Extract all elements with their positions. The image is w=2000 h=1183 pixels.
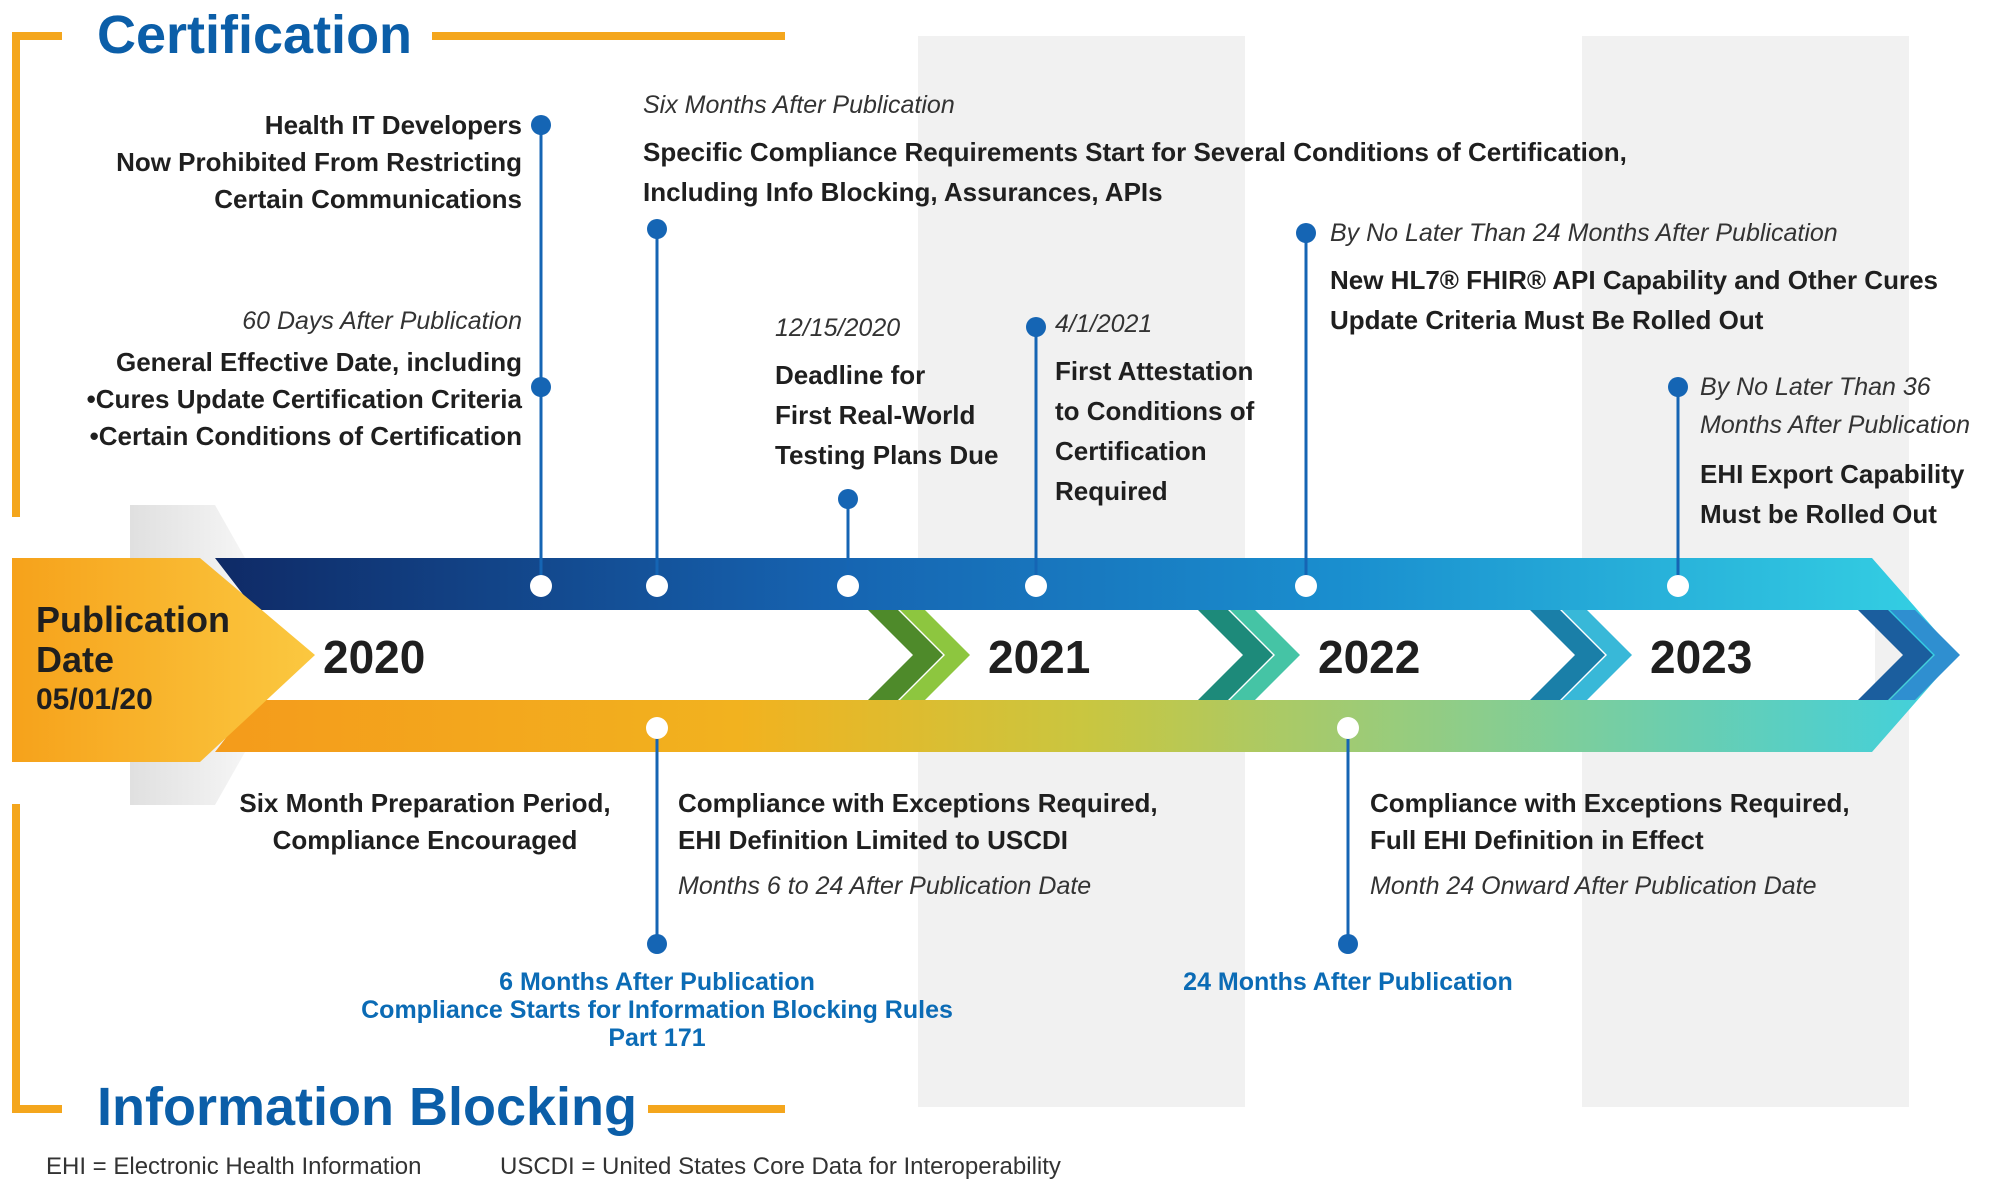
publication-date: 05/01/20 <box>36 683 153 716</box>
year-2020: 2020 <box>323 631 426 683</box>
real-world-line: Testing Plans Due <box>775 440 999 470</box>
dot-attestation <box>1026 317 1046 337</box>
band-dot-attestation <box>1025 575 1047 597</box>
band-dot-ib-24-months <box>1337 717 1359 739</box>
fhir-line: Update Criteria Must Be Rolled Out <box>1330 305 1764 335</box>
publication-line1: Publication <box>36 599 231 640</box>
uscdi-phase-timing: Months 6 to 24 After Publication Date <box>678 872 1092 900</box>
six-months-cert-timing: Six Months After Publication <box>643 91 955 119</box>
sixty-days-bullets: Cures Update Certification Criteria Cert… <box>22 381 522 455</box>
ib-six-month-line: Compliance Starts for Information Blocki… <box>361 996 953 1024</box>
six-months-cert-line: Including Info Blocking, Assurances, API… <box>643 177 1163 207</box>
uscdi-phase-line: Compliance with Exceptions Required, <box>678 788 1158 818</box>
ehi-export-timing: By No Later Than 36 <box>1700 373 1931 401</box>
sixty-days-bullet: Cures Update Certification Criteria <box>22 381 522 418</box>
dot-sixty-days <box>531 377 551 397</box>
six-months-cert-event: Six Months After Publication Specific Co… <box>643 88 1693 212</box>
ehi-export-line: Must be Rolled Out <box>1700 499 1937 529</box>
ehi-export-line: EHI Export Capability <box>1700 459 1965 489</box>
publication-arrow <box>12 558 315 762</box>
fhir-event: By No Later Than 24 Months After Publica… <box>1330 216 1970 340</box>
dot-ehi-export <box>1668 377 1688 397</box>
chevron-2022-2023 <box>1530 610 1632 700</box>
chevron-2021-2022 <box>1198 610 1300 700</box>
health-it-event: Health IT Developers Now Prohibited From… <box>22 107 522 218</box>
dot-six-months-cert <box>647 219 667 239</box>
health-it-line: Health IT Developers <box>264 110 522 140</box>
sixty-days-heading: General Effective Date, including <box>116 347 522 377</box>
real-world-line: First Real-World <box>775 400 976 430</box>
information-blocking-bracket <box>12 804 62 1113</box>
uscdi-phase-event: Compliance with Exceptions Required, EHI… <box>678 785 1238 903</box>
full-ehi-phase-line: Full EHI Definition in Effect <box>1370 825 1704 855</box>
preparation-event: Six Month Preparation Period, Compliance… <box>205 785 645 859</box>
attestation-date: 4/1/2021 <box>1055 310 1153 338</box>
chevron-end <box>1858 610 1960 700</box>
fhir-line: New HL7® FHIR® API Capability and Other … <box>1330 265 1939 295</box>
ib-six-month-milestone: 6 Months After Publication Compliance St… <box>307 968 1007 1052</box>
year-2023: 2023 <box>1650 631 1753 683</box>
real-world-event: 12/15/2020 Deadline for First Real-World… <box>775 311 1035 475</box>
attestation-line: to Conditions of <box>1055 396 1255 426</box>
dot-ib-24-months <box>1338 934 1358 954</box>
sixty-days-timing: 60 Days After Publication <box>242 307 522 335</box>
full-ehi-phase-event: Compliance with Exceptions Required, Ful… <box>1370 785 1930 903</box>
ib-six-month-line: Part 171 <box>608 1024 706 1052</box>
band-dot-health-it <box>530 575 552 597</box>
attestation-line: Required <box>1055 476 1168 506</box>
information-blocking-title: Information Blocking <box>95 1080 647 1134</box>
band-dot-six-months <box>646 575 668 597</box>
publication-date-label: Publication Date 05/01/20 <box>36 600 230 720</box>
footnote-uscdi: USCDI = United States Core Data for Inte… <box>500 1153 1061 1180</box>
preparation-line: Six Month Preparation Period, <box>239 788 611 818</box>
attestation-event: 4/1/2021 First Attestation to Conditions… <box>1055 307 1295 511</box>
band-dot-ehi-export <box>1667 575 1689 597</box>
publication-line2: Date <box>36 639 115 680</box>
year-2021: 2021 <box>988 631 1091 683</box>
certification-title: Certification <box>95 8 423 62</box>
ehi-export-event: By No Later Than 36 Months After Publica… <box>1700 368 1995 534</box>
ib-24-month-milestone: 24 Months After Publication <box>1183 968 1513 996</box>
fhir-timing: By No Later Than 24 Months After Publica… <box>1330 219 1838 247</box>
dot-fhir <box>1296 223 1316 243</box>
year-2022: 2022 <box>1318 631 1421 683</box>
health-it-line: Now Prohibited From Restricting <box>116 147 522 177</box>
band-dot-fhir <box>1295 575 1317 597</box>
sixty-days-event: 60 Days After Publication General Effect… <box>22 304 522 455</box>
dot-ib-six-months <box>647 934 667 954</box>
attestation-line: First Attestation <box>1055 356 1254 386</box>
ehi-export-timing: Months After Publication <box>1700 411 1971 439</box>
full-ehi-phase-line: Compliance with Exceptions Required, <box>1370 788 1850 818</box>
dot-real-world <box>838 489 858 509</box>
real-world-line: Deadline for <box>775 360 926 390</box>
preparation-line: Compliance Encouraged <box>272 825 578 855</box>
footnote-ehi: EHI = Electronic Health Information <box>46 1153 422 1180</box>
chevron-2020-2021 <box>868 610 970 700</box>
sixty-days-bullet: Certain Conditions of Certification <box>22 418 522 455</box>
attestation-line: Certification <box>1055 436 1207 466</box>
certification-bracket <box>12 32 62 517</box>
band-dot-ib-six-months <box>646 717 668 739</box>
full-ehi-phase-timing: Month 24 Onward After Publication Date <box>1370 872 1817 900</box>
band-dot-real-world <box>837 575 859 597</box>
real-world-date: 12/15/2020 <box>775 314 901 342</box>
uscdi-phase-line: EHI Definition Limited to USCDI <box>678 825 1068 855</box>
six-months-cert-line: Specific Compliance Requirements Start f… <box>643 137 1627 167</box>
dot-health-it <box>531 115 551 135</box>
health-it-line: Certain Communications <box>214 184 522 214</box>
ib-six-month-line: 6 Months After Publication <box>499 968 815 996</box>
